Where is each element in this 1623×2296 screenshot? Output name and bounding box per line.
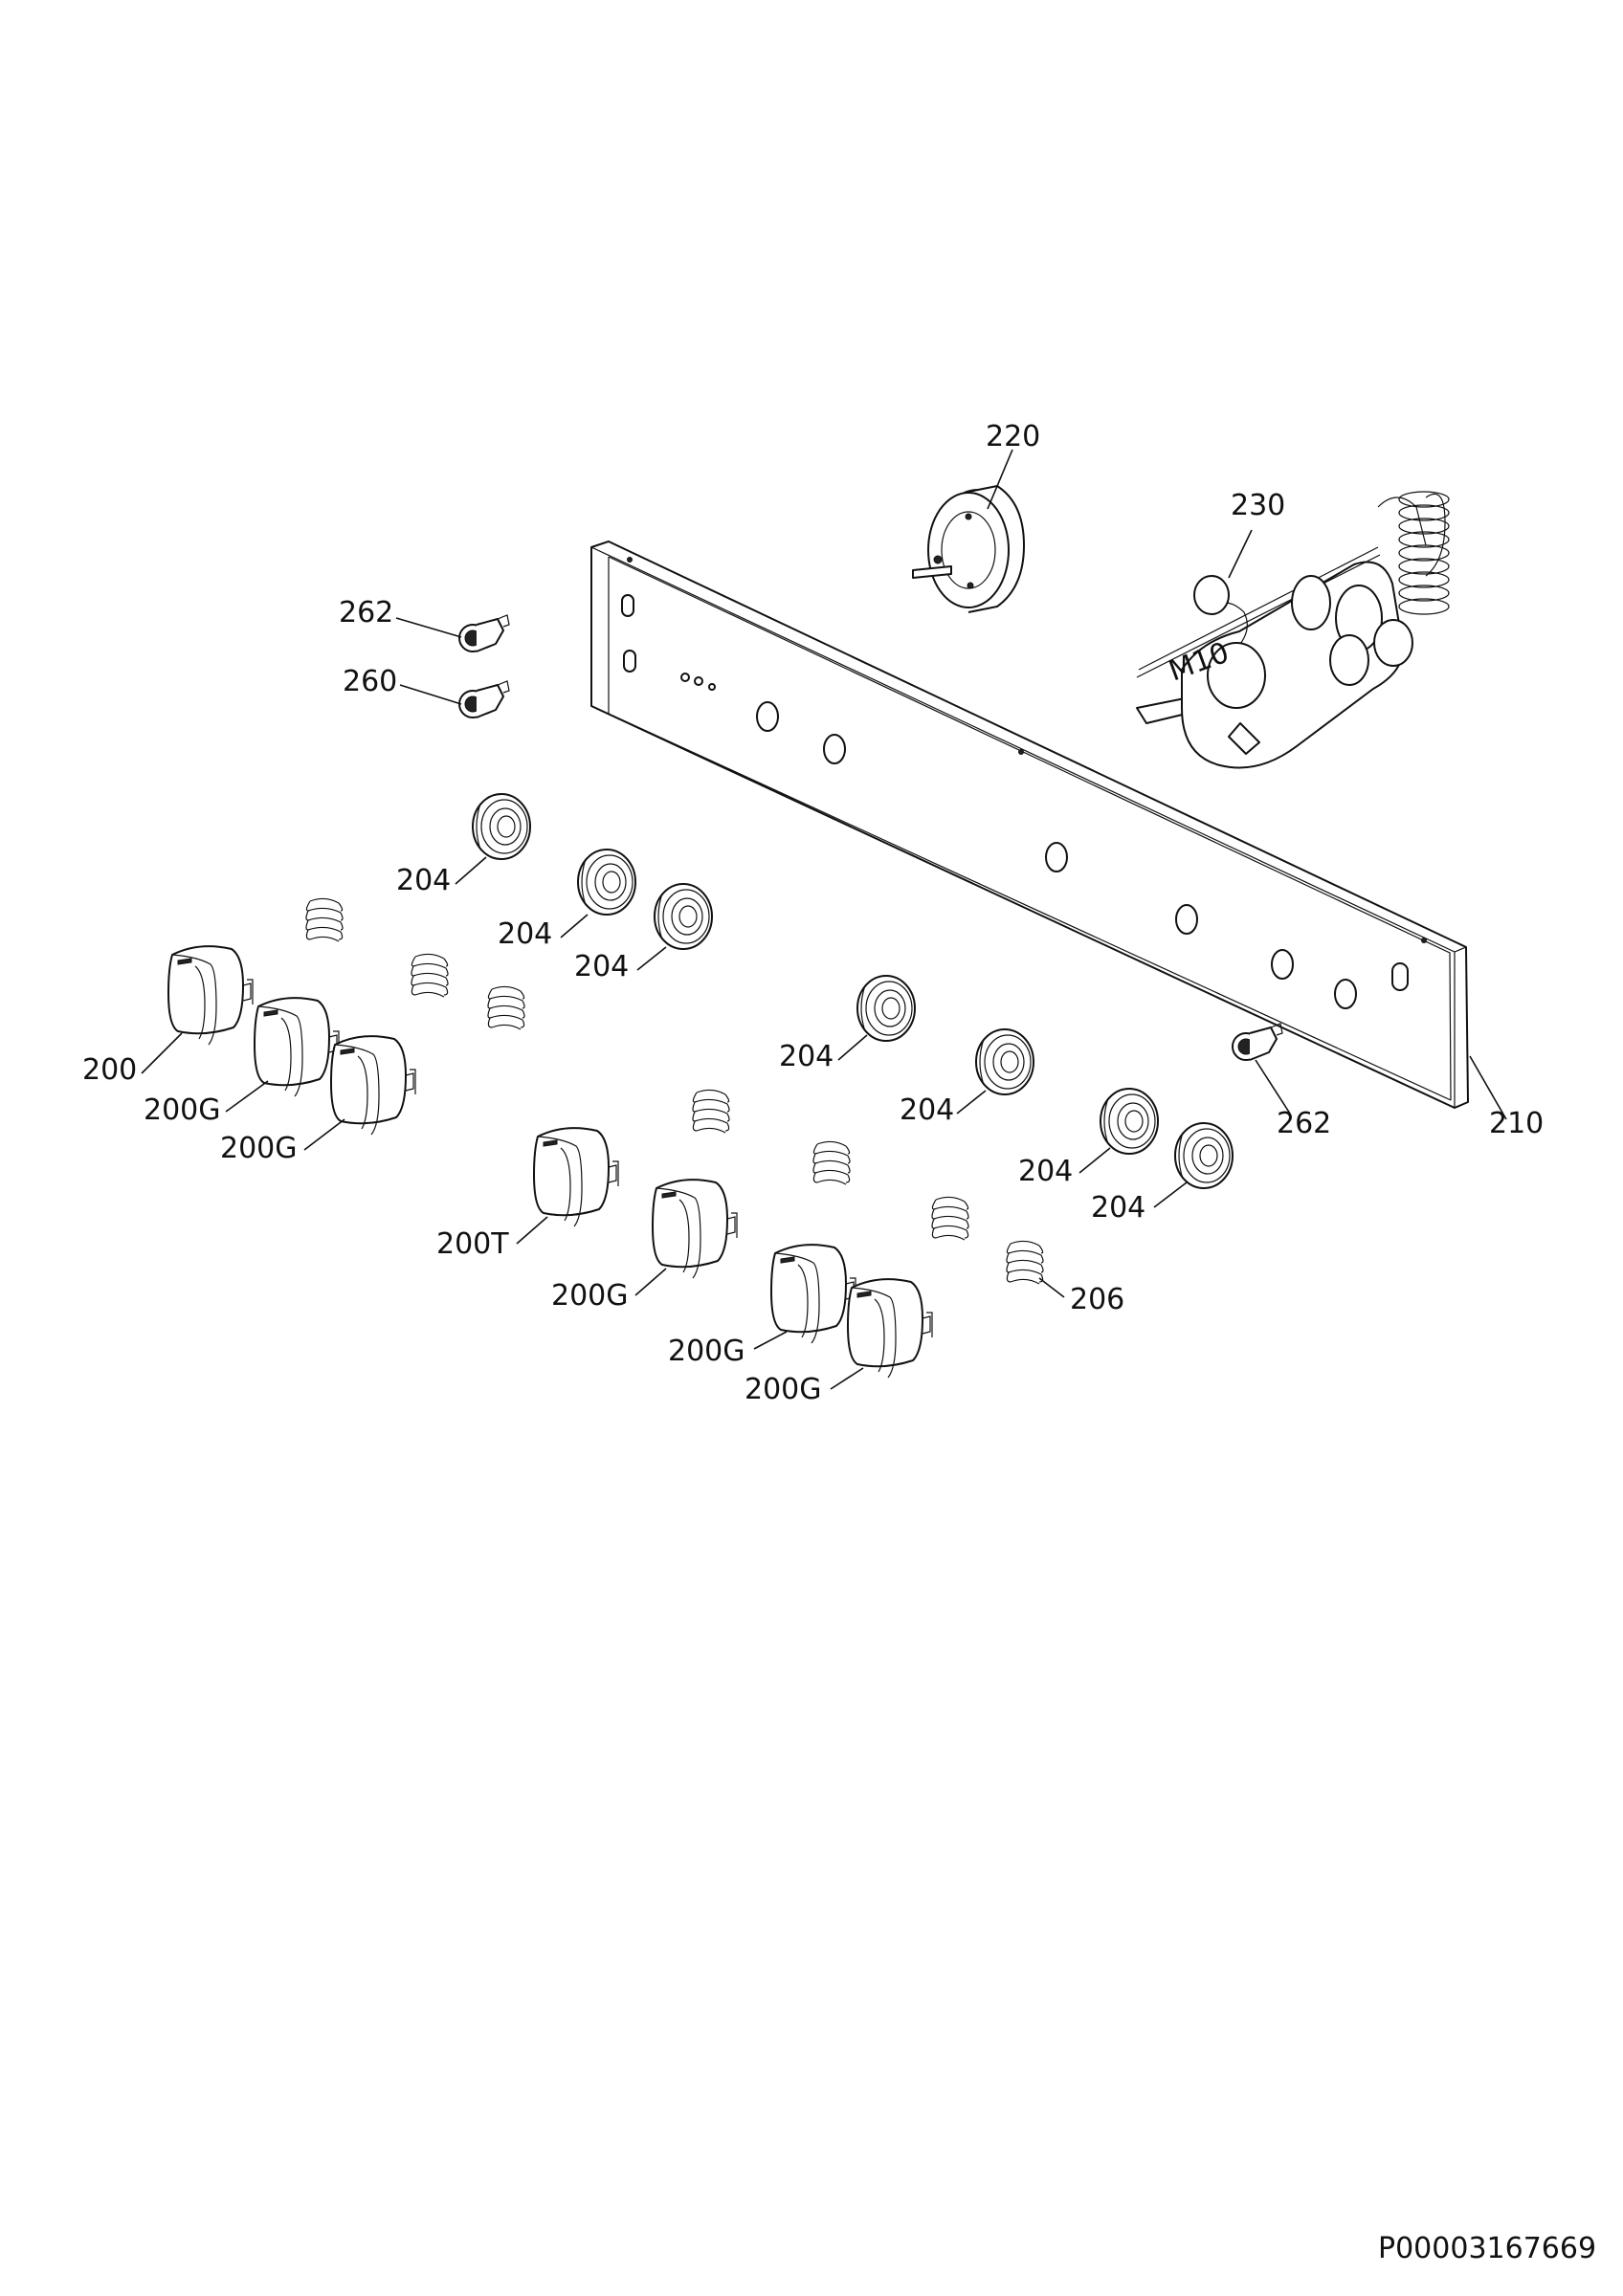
bezel-204 xyxy=(1174,1122,1234,1189)
knob-200 xyxy=(167,945,254,1046)
part-labels: 220 230 262 260 204 204 204 200 200G 200… xyxy=(82,420,1596,2265)
bezel-204 xyxy=(577,849,636,916)
label-230: 230 xyxy=(1231,489,1285,522)
bezel-204 xyxy=(472,793,531,860)
label-220: 220 xyxy=(986,420,1040,453)
spring-206 xyxy=(812,1140,851,1185)
spring-206 xyxy=(411,953,449,998)
gas-valve-230: M10 xyxy=(1136,491,1450,769)
label-204: 204 xyxy=(900,1093,954,1127)
label-204: 204 xyxy=(574,950,629,983)
bezel-204 xyxy=(856,975,916,1042)
leader-lines xyxy=(141,449,1507,1390)
label-204: 204 xyxy=(1091,1191,1145,1225)
label-262: 262 xyxy=(339,596,393,629)
label-210: 210 xyxy=(1489,1107,1544,1140)
thermocouple-coil xyxy=(1398,491,1450,615)
label-260: 260 xyxy=(343,665,397,698)
bezel-204 xyxy=(975,1028,1034,1095)
label-204: 204 xyxy=(396,864,451,897)
label-206: 206 xyxy=(1070,1283,1124,1316)
label-204: 204 xyxy=(779,1040,834,1073)
knob-200g xyxy=(770,1244,856,1344)
bezel-204 xyxy=(1100,1088,1159,1155)
label-200g: 200G xyxy=(551,1279,629,1313)
label-204: 204 xyxy=(1018,1155,1073,1188)
label-204: 204 xyxy=(498,917,552,951)
timer-220 xyxy=(912,485,1025,613)
knob-200g xyxy=(652,1179,738,1279)
label-200g: 200G xyxy=(668,1335,745,1368)
label-200: 200 xyxy=(82,1053,137,1087)
knob-200t xyxy=(533,1127,619,1227)
bezel-204 xyxy=(654,883,713,950)
control-panel-210 xyxy=(590,541,1469,1109)
label-200t: 200T xyxy=(436,1227,509,1261)
indicator-lamp-260 xyxy=(458,680,510,718)
spring-206 xyxy=(931,1196,969,1241)
document-code: P00003167669 xyxy=(1378,2232,1596,2265)
label-200g: 200G xyxy=(745,1373,822,1406)
spring-206 xyxy=(692,1089,730,1134)
label-200g: 200G xyxy=(220,1132,298,1165)
indicator-lamp-262-right xyxy=(1232,1023,1283,1061)
indicator-lamp-262 xyxy=(458,614,510,652)
spring-206 xyxy=(487,985,525,1030)
spring-206 xyxy=(305,897,344,942)
knob-200g xyxy=(847,1278,933,1379)
label-262: 262 xyxy=(1277,1107,1331,1140)
label-200g: 200G xyxy=(144,1093,221,1127)
spring-206 xyxy=(1006,1240,1044,1285)
